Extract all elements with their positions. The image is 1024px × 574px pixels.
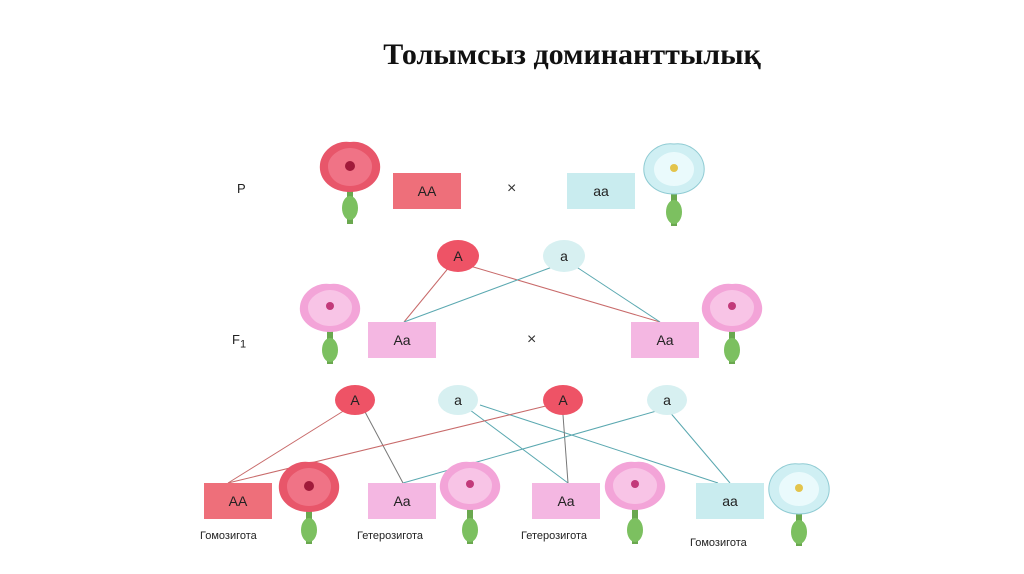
white-flower-icon bbox=[643, 143, 705, 226]
f1-gamete-A-1: A bbox=[335, 385, 375, 415]
white-flower-icon bbox=[768, 463, 830, 546]
p-label: P bbox=[237, 181, 246, 196]
line-A1-to-AA bbox=[227, 409, 346, 484]
line-a-to-left-f1 bbox=[403, 265, 556, 323]
p-cross-symbol: × bbox=[507, 180, 517, 197]
line-A2-to-AA bbox=[227, 404, 551, 484]
f1-gamete-A-2: A bbox=[543, 385, 583, 415]
pink-flower-icon bbox=[299, 283, 361, 364]
f2-caption-4: Гомозигота bbox=[690, 537, 747, 549]
f1-cross-symbol: × bbox=[527, 331, 537, 348]
f2-caption-2: Гетерозигота bbox=[357, 530, 423, 542]
p-right-genotype-box: aa bbox=[567, 173, 635, 209]
line-A-to-left-f1 bbox=[403, 265, 451, 323]
page-title: Толымсыз доминанттылық bbox=[383, 38, 761, 71]
line-a2-to-Aa1 bbox=[402, 409, 661, 484]
f2-caption-1: Гомозигота bbox=[200, 530, 257, 542]
f2-genotype-box-2: Aa bbox=[368, 483, 436, 519]
f1-gamete-a-2: a bbox=[647, 385, 687, 415]
f1-label: F1 bbox=[232, 332, 247, 351]
line-a-to-right-f1 bbox=[574, 265, 661, 323]
f2-caption-3: Гетерозигота bbox=[521, 530, 587, 542]
f1-right-genotype-box: Aa bbox=[631, 322, 699, 358]
pink-flower-icon bbox=[701, 283, 763, 364]
pink-flower-icon bbox=[439, 461, 501, 544]
f2-genotype-box-3: Aa bbox=[532, 483, 600, 519]
red-flower-icon bbox=[278, 461, 340, 544]
line-A1-to-Aa1 bbox=[363, 409, 404, 484]
f1-gamete-a-1: a bbox=[438, 385, 478, 415]
f2-genotype-box-1: AA bbox=[204, 483, 272, 519]
p-gamete-a: a bbox=[543, 240, 585, 272]
p-left-genotype-box: AA bbox=[393, 173, 461, 209]
f1-left-genotype-box: Aa bbox=[368, 322, 436, 358]
red-flower-icon bbox=[319, 141, 381, 224]
line-A-to-right-f1 bbox=[469, 265, 661, 323]
pink-flower-icon bbox=[604, 461, 666, 544]
line-a1-to-Aa2 bbox=[469, 409, 569, 484]
p-gamete-A: A bbox=[437, 240, 479, 272]
line-a2-to-aa bbox=[667, 409, 731, 484]
line-a1-to-aa bbox=[479, 404, 719, 484]
f2-genotype-box-4: aa bbox=[696, 483, 764, 519]
line-A2-to-Aa2 bbox=[562, 414, 569, 484]
